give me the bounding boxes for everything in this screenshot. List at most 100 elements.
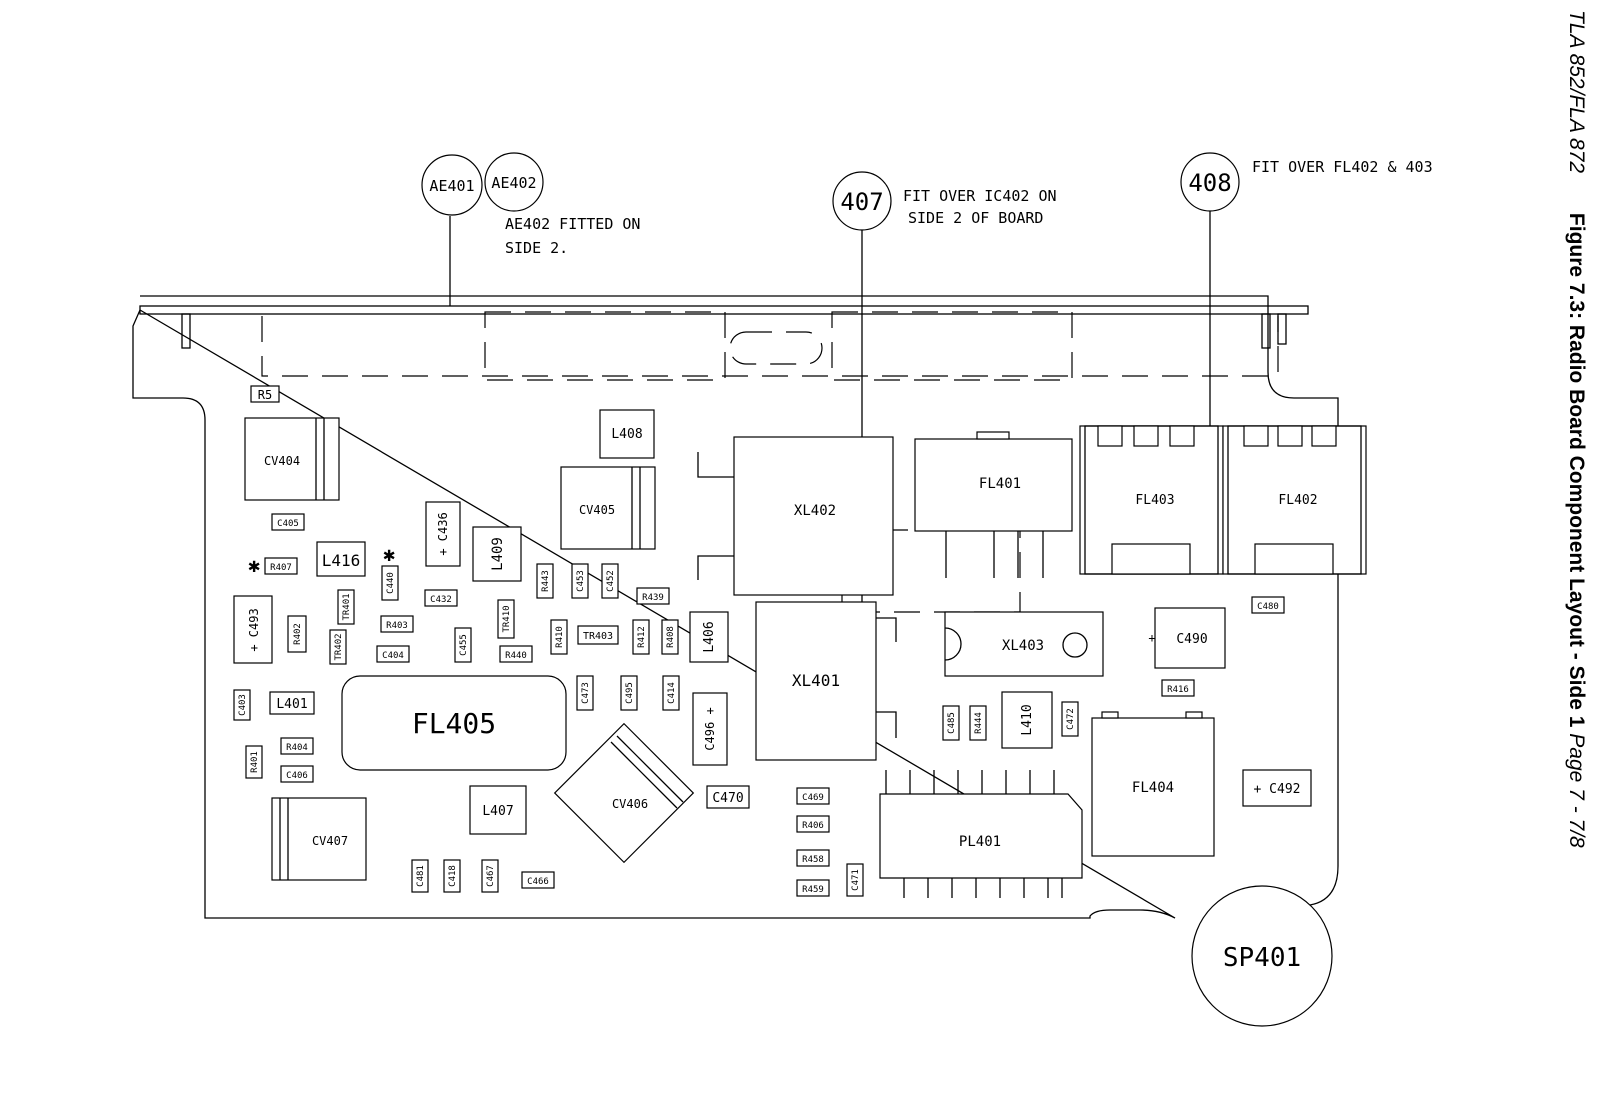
label-c453: C453 (576, 570, 586, 592)
label-c470: C470 (712, 791, 743, 806)
label-tr401: TR401 (342, 593, 352, 620)
label-xl403: XL403 (1002, 638, 1044, 654)
callout-407-note-1: FIT OVER IC402 ON (903, 187, 1057, 205)
label-sp401: SP401 (1223, 943, 1301, 973)
label-xl402: XL402 (794, 503, 836, 519)
label-c436: + C436 (436, 512, 450, 555)
label-r440: R440 (505, 651, 527, 661)
label-c440: C440 (386, 572, 396, 594)
callout-ae401: AE401 (429, 177, 474, 195)
label-fl402: FL402 (1278, 493, 1317, 508)
label-l416: L416 (322, 551, 361, 570)
label-c404: C404 (382, 651, 404, 661)
callout-ae402-circle (484, 152, 544, 212)
callout-ae402-note-2: SIDE 2. (505, 239, 568, 257)
board-top-rail (139, 305, 1309, 315)
label-l409: L409 (490, 537, 506, 571)
label-r443: R443 (541, 570, 551, 592)
label-c490: C490 (1176, 632, 1207, 647)
comp-cv406 (553, 722, 695, 864)
callout-407-circle (832, 171, 892, 231)
label-cv406: CV406 (612, 797, 648, 811)
page-header-vertical: TLA 852/FLA 872 Figure 7.3: Radio Board … (1564, 10, 1588, 848)
label-r410: R410 (555, 626, 565, 648)
label-c432: C432 (430, 595, 452, 605)
label-r459: R459 (802, 885, 824, 895)
label-fl405: FL405 (412, 707, 496, 740)
callout-ae402-note-1: AE402 FITTED ON (505, 215, 640, 233)
label-l407: L407 (482, 804, 513, 819)
label-cv404: CV404 (264, 454, 300, 468)
comp-fl404 (1091, 717, 1215, 857)
label-c485: C485 (947, 712, 957, 734)
label-r404: R404 (286, 743, 308, 753)
label-c495: C495 (625, 682, 635, 704)
label-c496: C496 + (703, 707, 717, 750)
label-r406: R406 (802, 821, 824, 831)
comp-xl402 (733, 436, 894, 596)
label-r408: R408 (666, 626, 676, 648)
doc-reference: TLA 852/FLA 872 (1565, 10, 1588, 174)
callout-408-circle (1180, 152, 1240, 212)
label-pl401: PL401 (959, 834, 1001, 850)
label-c481: C481 (416, 865, 426, 887)
label-tr403: TR403 (583, 631, 613, 642)
label-r402: R402 (293, 623, 303, 645)
comp-xl403 (944, 611, 1104, 677)
callout-407-note-2: SIDE 2 OF BOARD (908, 209, 1043, 227)
label-c405: C405 (277, 519, 299, 529)
comp-sp401 (1191, 885, 1333, 1027)
label-c418: C418 (448, 865, 458, 887)
label-c452: C452 (606, 570, 616, 592)
comp-cv405 (560, 466, 656, 550)
label-c492: + C492 (1254, 782, 1301, 797)
comp-cv404 (244, 417, 340, 501)
label-c473: C473 (581, 682, 591, 704)
label-l401: L401 (276, 697, 307, 712)
svg-text:✱: ✱ (383, 542, 395, 566)
label-c471: C471 (851, 869, 861, 891)
label-r444: R444 (974, 712, 984, 734)
shield-dashed-outline (261, 316, 1279, 377)
label-r439: R439 (642, 593, 664, 603)
comp-xl401 (755, 601, 877, 761)
label-c493: + C493 (247, 608, 261, 651)
svg-text:✱: ✱ (248, 553, 260, 577)
label-c406: C406 (286, 771, 308, 781)
label-cv405: CV405 (579, 503, 615, 517)
label-l408: L408 (611, 427, 642, 442)
label-c403: C403 (238, 694, 248, 716)
page-number: Page 7 - 7/8 (1565, 733, 1588, 848)
label-fl401: FL401 (979, 476, 1021, 492)
label-c472: C472 (1066, 708, 1076, 730)
label-r401: R401 (250, 751, 260, 773)
label-r407: R407 (270, 563, 292, 573)
label-c414: C414 (667, 682, 677, 704)
label-c480: C480 (1257, 602, 1279, 612)
label-r403: R403 (386, 621, 408, 631)
label-c466: C466 (527, 877, 549, 887)
label-xl401: XL401 (792, 671, 840, 690)
comp-pl401 (879, 793, 1083, 879)
label-r412: R412 (637, 626, 647, 648)
label-l410: L410 (1020, 704, 1035, 735)
callout-408-note: FIT OVER FL402 & 403 (1252, 158, 1433, 176)
label-c455: C455 (459, 634, 469, 656)
board-outline (132, 295, 1339, 919)
svg-text:+: + (1148, 631, 1155, 645)
label-cv407: CV407 (312, 834, 348, 848)
label-fl404: FL404 (1132, 780, 1174, 796)
label-tr410: TR410 (502, 605, 512, 632)
label-r5: R5 (258, 388, 272, 402)
callout-408: 408 (1188, 169, 1231, 197)
label-r416: R416 (1167, 685, 1189, 695)
callout-ae401-circle (421, 154, 483, 216)
label-l406: L406 (702, 621, 717, 652)
callout-ae402: AE402 (491, 174, 536, 192)
label-c467: C467 (486, 865, 496, 887)
comp-fl405 (341, 675, 567, 771)
label-c469: C469 (802, 793, 824, 803)
label-r458: R458 (802, 855, 824, 865)
figure-title: Figure 7.3: Radio Board Component Layout… (1565, 212, 1588, 728)
label-fl403: FL403 (1135, 493, 1174, 508)
